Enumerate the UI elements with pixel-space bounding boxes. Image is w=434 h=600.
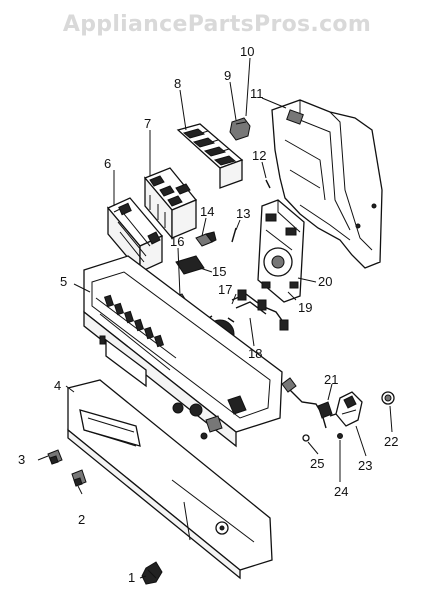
callout-7: 7	[144, 116, 151, 131]
callout-12: 12	[252, 148, 266, 163]
callout-20: 20	[318, 274, 332, 289]
callout-22: 22	[384, 434, 398, 449]
part-15-pad	[175, 255, 205, 275]
callout-9: 9	[224, 68, 231, 83]
callout-1: 1	[128, 570, 135, 585]
callout-24: 24	[334, 484, 348, 499]
part-4-facia-panel	[67, 379, 273, 580]
callout-15: 15	[212, 264, 226, 279]
callout-25: 25	[310, 456, 324, 471]
leader-lines	[37, 57, 393, 579]
part-3-clip	[47, 449, 63, 465]
part-9-knob	[229, 117, 251, 141]
part-20-motor	[257, 199, 305, 303]
part-21-cord	[281, 377, 343, 429]
callout-2: 2	[78, 512, 85, 527]
callout-13: 13	[236, 206, 250, 221]
part-1-knob	[141, 561, 163, 585]
part-5-control-panel	[83, 255, 283, 448]
part-12-screw	[265, 179, 271, 189]
part-25-washer	[302, 434, 310, 442]
callout-19: 19	[298, 300, 312, 315]
callout-labels: 1 2 3 4 5 6 7 8 9 10 11 12 13 14 15 16 1…	[18, 44, 398, 585]
callout-3: 3	[18, 452, 25, 467]
callout-16: 16	[170, 234, 184, 249]
part-8-lens-strip	[176, 123, 244, 189]
part-14-clip	[195, 231, 217, 247]
part-13-pin	[231, 227, 237, 243]
callout-11: 11	[250, 86, 264, 101]
callout-21: 21	[324, 372, 338, 387]
callout-4: 4	[54, 378, 61, 393]
part-23-switch	[335, 391, 363, 427]
callout-23: 23	[358, 458, 372, 473]
callout-6: 6	[104, 156, 111, 171]
callout-18: 18	[248, 346, 262, 361]
part-24-screw	[337, 433, 343, 439]
callout-17: 17	[218, 282, 232, 297]
callout-10: 10	[240, 44, 254, 59]
part-18-harness	[231, 289, 289, 331]
part-11-housing	[271, 99, 383, 269]
watermark: AppliancePartsPros.com	[62, 12, 372, 37]
callout-8: 8	[174, 76, 181, 91]
callout-5: 5	[60, 274, 67, 289]
part-22-button	[381, 391, 395, 405]
part-2-clip	[71, 469, 87, 487]
callout-14: 14	[200, 204, 214, 219]
part-7-switch-bank	[143, 167, 198, 240]
